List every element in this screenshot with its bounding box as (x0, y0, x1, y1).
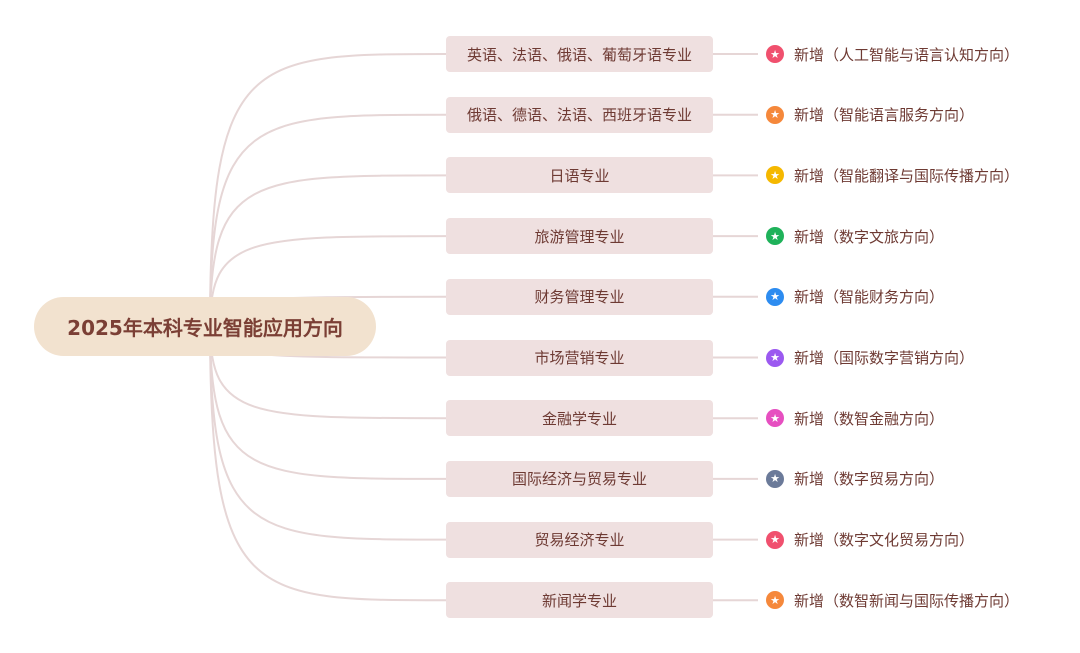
major-node[interactable]: 旅游管理专业 (446, 218, 713, 255)
branch-curve (209, 325, 447, 480)
direction-label: 新增（数字贸易方向） (794, 470, 945, 489)
star-icon: ★ (766, 227, 784, 246)
major-node[interactable]: 国际经济与贸易专业 (446, 460, 713, 497)
major-node[interactable]: 市场营销专业 (446, 339, 713, 376)
star-icon: ★ (766, 469, 784, 488)
branch-curve (209, 174, 447, 327)
direction-label: 新增（人工智能与语言认知方向） (794, 45, 1020, 64)
major-node[interactable]: 俄语、德语、法语、西班牙语专业 (446, 96, 713, 133)
direction-node[interactable]: ★ 新增（智能财务方向） (766, 285, 944, 309)
direction-label: 新增（数智金融方向） (794, 409, 945, 428)
major-node[interactable]: 金融学专业 (446, 400, 713, 437)
major-node[interactable]: 贸易经济专业 (446, 521, 713, 558)
direction-node[interactable]: ★ 新增（人工智能与语言认知方向） (766, 42, 1019, 66)
branch-curve (209, 53, 447, 327)
direction-node[interactable]: ★ 新增（数字文化贸易方向） (766, 528, 974, 552)
major-node[interactable]: 日语专业 (446, 157, 713, 194)
direction-label: 新增（数字文化贸易方向） (794, 531, 975, 550)
star-icon: ★ (766, 45, 784, 63)
branch-curve (209, 325, 447, 602)
star-icon: ★ (766, 105, 784, 124)
star-icon: ★ (766, 530, 784, 549)
direction-label: 新增（智能财务方向） (794, 288, 945, 307)
direction-node[interactable]: ★ 新增（国际数字营销方向） (766, 346, 974, 370)
star-icon: ★ (766, 287, 784, 306)
direction-label: 新增（数字文旅方向） (794, 227, 945, 246)
direction-label: 新增（智能语言服务方向） (794, 106, 975, 125)
direction-label: 新增（数智新闻与国际传播方向） (794, 591, 1020, 610)
branch-curve (209, 325, 447, 541)
direction-node[interactable]: ★ 新增（数字贸易方向） (766, 467, 944, 491)
direction-node[interactable]: ★ 新增（智能翻译与国际传播方向） (766, 163, 1019, 187)
major-node[interactable]: 新闻学专业 (446, 582, 713, 619)
direction-node[interactable]: ★ 新增（数字文旅方向） (766, 224, 944, 248)
star-icon: ★ (766, 348, 784, 367)
star-icon: ★ (766, 409, 784, 428)
star-icon: ★ (766, 591, 784, 610)
branch-curve (209, 325, 447, 420)
direction-node[interactable]: ★ 新增（数智新闻与国际传播方向） (766, 588, 1019, 612)
branch-curve (209, 113, 447, 327)
direction-node[interactable]: ★ 新增（智能语言服务方向） (766, 103, 974, 127)
star-icon: ★ (766, 166, 784, 185)
major-node[interactable]: 英语、法语、俄语、葡萄牙语专业 (446, 36, 713, 72)
direction-node[interactable]: ★ 新增（数智金融方向） (766, 406, 944, 430)
direction-label: 新增（国际数字营销方向） (794, 349, 975, 367)
root-node[interactable]: 2025年本科专业智能应用方向 (34, 297, 376, 356)
branch-curve (209, 235, 447, 327)
direction-label: 新增（智能翻译与国际传播方向） (794, 166, 1020, 185)
major-node[interactable]: 财务管理专业 (446, 278, 713, 315)
